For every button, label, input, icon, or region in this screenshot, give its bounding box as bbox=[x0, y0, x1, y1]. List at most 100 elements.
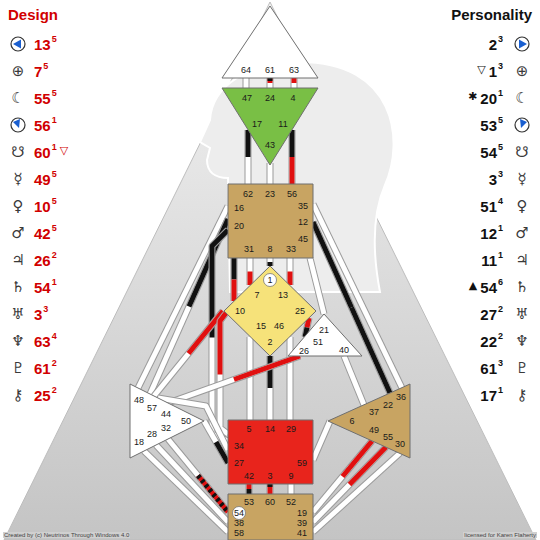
gate-activation: 22 bbox=[480, 333, 497, 350]
gate-number: 42 bbox=[244, 472, 254, 481]
gate-activation: 10 bbox=[34, 198, 51, 215]
gate-activation: 54 bbox=[480, 144, 497, 161]
channel-fill bbox=[154, 311, 223, 396]
gate-number: 8 bbox=[267, 245, 272, 254]
gate-number: 3 bbox=[267, 472, 272, 481]
channel-fill bbox=[268, 484, 273, 494]
gate-number: 61 bbox=[265, 66, 275, 75]
planet-glyph: ☿ bbox=[517, 170, 526, 188]
planet-glyph: ♆ bbox=[515, 332, 528, 350]
design-activation bbox=[292, 78, 297, 83]
channel bbox=[290, 337, 291, 420]
gate-activation: 61 bbox=[480, 360, 497, 377]
channel-outline bbox=[168, 356, 300, 403]
line-number: 3 bbox=[498, 169, 503, 179]
gate-activation: 3 bbox=[34, 306, 42, 323]
gate-number: 58 bbox=[234, 529, 244, 538]
channel bbox=[310, 258, 324, 314]
gate-number: 30 bbox=[395, 440, 405, 449]
channel-outline bbox=[154, 311, 223, 396]
gate-number: 7 bbox=[254, 291, 259, 300]
gate-number: 6 bbox=[349, 417, 354, 426]
channel bbox=[313, 204, 402, 388]
gate-activation: 11 bbox=[481, 252, 497, 269]
gate-number: 39 bbox=[297, 519, 307, 528]
gate-activation: 20 bbox=[480, 90, 497, 107]
line-number: 2 bbox=[52, 385, 57, 395]
gate-number: 38 bbox=[234, 519, 244, 528]
column-heading: Personality bbox=[451, 6, 532, 23]
channel bbox=[294, 78, 295, 88]
center-shape bbox=[228, 420, 313, 484]
gate-activation: 53 bbox=[480, 117, 497, 134]
line-number: 4 bbox=[498, 196, 503, 206]
line-number: 1 bbox=[498, 88, 503, 98]
channel-fill bbox=[310, 258, 324, 314]
gate-number: 9 bbox=[288, 472, 293, 481]
channel-fill bbox=[344, 356, 364, 405]
planet-glyph: ♀ bbox=[517, 197, 528, 215]
energy-center: 47244171143 bbox=[222, 88, 318, 165]
channel-fill bbox=[248, 258, 253, 285]
channel-outline bbox=[243, 78, 250, 88]
gate-activation: 51 bbox=[480, 198, 497, 215]
gate-number: 12 bbox=[298, 218, 308, 227]
sun-icon bbox=[11, 37, 25, 51]
personality-activation bbox=[232, 258, 237, 280]
channel-outline bbox=[267, 484, 274, 494]
credit-note: licensed for Karen Flaherty bbox=[463, 532, 537, 538]
personality-activation bbox=[313, 222, 352, 308]
line-number: 1 bbox=[498, 223, 503, 233]
gate-activation: 2 bbox=[489, 36, 497, 53]
channel-outline bbox=[231, 258, 238, 301]
channel-fill bbox=[313, 204, 402, 388]
line-number: 5 bbox=[43, 61, 48, 71]
gate-number: 2 bbox=[267, 338, 272, 347]
gate-activation: 27 bbox=[480, 306, 497, 323]
gate-number: 53 bbox=[244, 498, 254, 507]
gate-number: 44 bbox=[161, 410, 171, 419]
gate-number: 27 bbox=[234, 459, 244, 468]
gate-number: 28 bbox=[147, 430, 157, 439]
gate-number: 10 bbox=[235, 307, 245, 316]
fixing-marker: ▽ bbox=[477, 63, 485, 76]
gate-activation: 56 bbox=[34, 117, 51, 134]
gate-activation: 61 bbox=[34, 360, 51, 377]
channel-fill bbox=[220, 313, 228, 434]
column-heading: Design bbox=[8, 6, 58, 23]
gate-number: 13 bbox=[278, 291, 288, 300]
line-number: 1 bbox=[52, 142, 57, 152]
gate-number: 33 bbox=[286, 245, 296, 254]
channel-outline bbox=[267, 78, 274, 88]
channel-outline bbox=[245, 130, 252, 184]
channel bbox=[250, 258, 251, 285]
planet-glyph: ♇ bbox=[11, 359, 24, 377]
design-activation bbox=[268, 484, 273, 489]
gate-number: 43 bbox=[265, 141, 275, 150]
channel-fill bbox=[244, 78, 249, 88]
gate-number: 23 bbox=[265, 190, 275, 199]
planet-glyph: ♃ bbox=[515, 251, 528, 269]
channel-outline bbox=[246, 484, 253, 494]
planet-glyph: ♂ bbox=[515, 224, 528, 242]
fixing-marker: ▽ bbox=[60, 144, 68, 157]
channel-outline bbox=[287, 337, 294, 420]
energy-center: 48574450322818 bbox=[130, 384, 204, 458]
gate-number: 37 bbox=[369, 408, 379, 417]
channel-fill bbox=[156, 445, 228, 522]
gate-circle bbox=[264, 274, 277, 287]
design-activation bbox=[268, 78, 273, 83]
gate-number: 18 bbox=[134, 438, 144, 447]
channel bbox=[313, 421, 330, 460]
planet-glyph: ♇ bbox=[515, 359, 528, 377]
center-shape bbox=[288, 314, 362, 356]
channel-fill bbox=[212, 230, 228, 441]
design-activation bbox=[290, 157, 295, 184]
gate-number: 35 bbox=[298, 202, 308, 211]
personality-activation bbox=[247, 489, 252, 494]
planet-glyph: ⚷ bbox=[517, 386, 528, 404]
channel-fill bbox=[268, 78, 273, 88]
line-number: 5 bbox=[498, 115, 503, 125]
gate-number: 49 bbox=[369, 426, 379, 435]
line-number: 1 bbox=[52, 115, 57, 125]
